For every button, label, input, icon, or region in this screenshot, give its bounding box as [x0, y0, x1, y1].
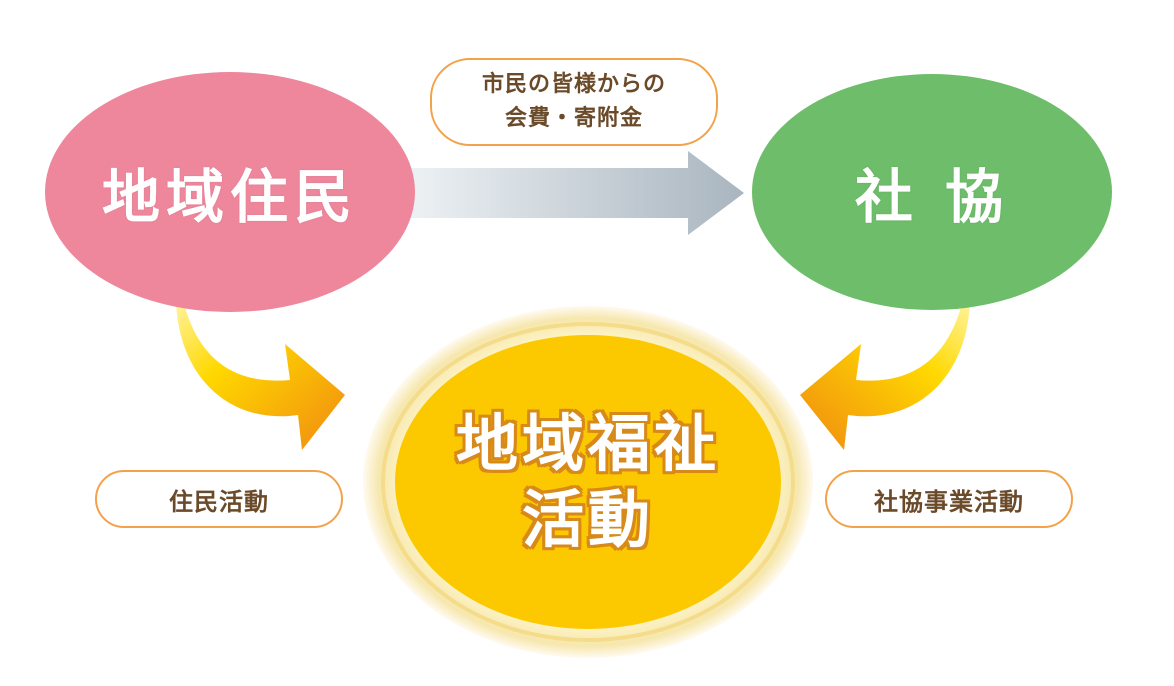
- membership-pill: 市民の皆様からの 会費・寄附金: [430, 58, 718, 146]
- resident-activity-arrow: [176, 300, 345, 450]
- welfare-label-line2: 活動: [521, 483, 654, 556]
- welfare-ring: [381, 322, 795, 642]
- council-node: [752, 74, 1112, 310]
- council-activity-pill: 社協事業活動: [825, 470, 1073, 528]
- council-label: 社 協: [854, 163, 1010, 231]
- membership-line2: 会費・寄附金: [504, 106, 643, 131]
- residents-label: 地域住民: [101, 163, 358, 231]
- welfare-label-line1: 地域福祉: [455, 407, 720, 480]
- welfare-label: 地域福祉 活動: [395, 402, 781, 562]
- membership-arrow: [405, 151, 744, 235]
- residents-node: [45, 72, 415, 312]
- council-activity-arrow: [800, 300, 970, 450]
- welfare-node: [395, 335, 781, 629]
- resident-activity-pill: 住民活動: [95, 470, 343, 528]
- membership-line1: 市民の皆様からの: [481, 72, 666, 97]
